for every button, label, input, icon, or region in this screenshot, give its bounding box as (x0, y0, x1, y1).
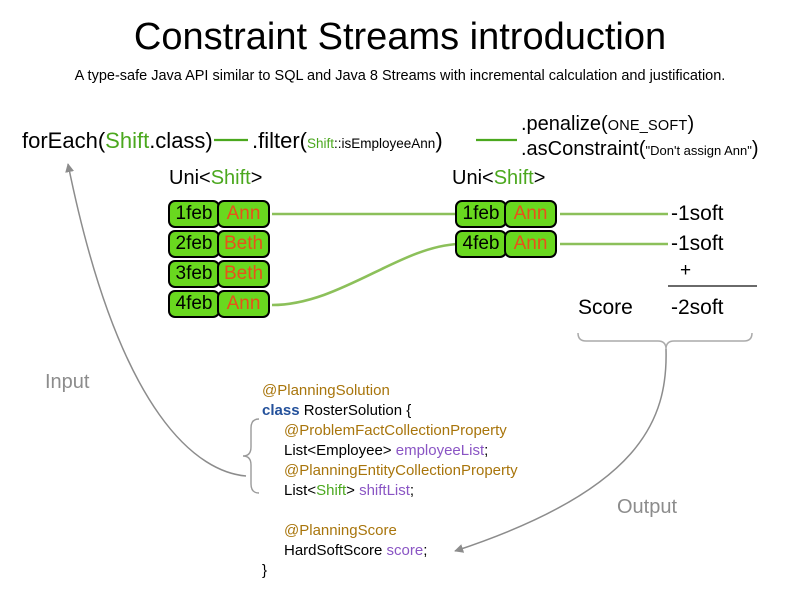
foreach-type: Shift (105, 128, 150, 153)
penalty-value-1: -1soft (671, 202, 724, 225)
score-total: -2soft (671, 296, 724, 319)
code-annotation-planning-entity: @PlanningEntityCollectionProperty (284, 462, 518, 479)
foreach-prefix: forEach( (22, 128, 106, 153)
as-constraint-suffix: ) (751, 138, 759, 160)
code-field-type-shift-list-pre: List< (284, 482, 317, 499)
filter-ref-rest: ::isEmployeeAnn (334, 136, 436, 151)
pipeline-as-constraint[interactable]: .asConstraint("Don't assign Ann") (521, 138, 759, 161)
score-sum-operator: + (680, 260, 692, 281)
code-field-type-shift: Shift (316, 482, 347, 499)
uni-right-prefix: Uni< (452, 167, 494, 189)
code-class-decl: RosterSolution { (299, 402, 412, 419)
uni-right-suffix: > (533, 167, 546, 189)
code-field-type-employee-list: List<Employee> (284, 442, 396, 459)
fact-employee: Ann (217, 200, 270, 228)
connector-4feb (271, 242, 460, 307)
filter-ref-type: Shift (307, 136, 335, 151)
page-title: Constraint Streams introduction (133, 16, 667, 58)
uni-left-suffix: > (250, 167, 263, 189)
fact-date: 4feb (168, 290, 220, 318)
penalty-value-2: -1soft (671, 232, 724, 255)
fact-employee: Beth (217, 260, 270, 288)
as-constraint-prefix: .asConstraint( (521, 138, 646, 160)
uni-left-prefix: Uni< (169, 167, 211, 189)
code-field-name-shift-list: shiftList (359, 482, 410, 499)
code-fields-brace (242, 418, 260, 494)
page-subtitle: A type-safe Java API similar to SQL and … (74, 68, 726, 84)
fact-employee: Beth (217, 230, 270, 258)
code-keyword-class: class (262, 402, 300, 419)
fact-date: 1feb (168, 200, 220, 228)
penalize-prefix: .penalize( (521, 113, 608, 135)
fact-employee: Ann (504, 200, 557, 228)
filter-suffix: ) (435, 128, 443, 153)
stream-label-left: Uni<Shift> (169, 167, 262, 190)
pipeline-penalize[interactable]: .penalize(ONE_SOFT) (521, 113, 694, 136)
fact-row-left-1[interactable]: 2feb Beth (168, 230, 270, 258)
fact-date: 1feb (455, 200, 507, 228)
code-field-type-score: HardSoftScore (284, 542, 387, 559)
code-annotation-planning-solution: @PlanningSolution (262, 382, 390, 399)
code-semicolon: ; (423, 542, 428, 559)
code-field-type-shift-list-post: > (346, 482, 360, 499)
code-annotation-planning-score: @PlanningScore (284, 522, 397, 539)
fact-row-right-1[interactable]: 4feb Ann (455, 230, 557, 258)
input-label: Input (45, 371, 90, 393)
input-arrow (65, 163, 247, 477)
as-constraint-arg: "Don't assign Ann" (645, 143, 752, 158)
code-semicolon: ; (484, 442, 489, 459)
fact-row-left-3[interactable]: 4feb Ann (168, 290, 270, 318)
code-block: @PlanningSolution class RosterSolution {… (262, 381, 518, 581)
penalize-arg: ONE_SOFT (607, 118, 688, 134)
fact-employee: Ann (504, 230, 557, 258)
code-annotation-problem-fact: @ProblemFactCollectionProperty (284, 422, 507, 439)
penalize-suffix: ) (687, 113, 695, 135)
fact-row-right-0[interactable]: 1feb Ann (455, 200, 557, 228)
score-label: Score (578, 296, 633, 319)
output-label: Output (617, 496, 678, 518)
pipeline-filter[interactable]: .filter(Shift::isEmployeeAnn) (252, 128, 443, 154)
pipeline-foreach[interactable]: forEach(Shift.class) (22, 128, 213, 154)
code-close-brace: } (262, 562, 268, 579)
fact-row-left-0[interactable]: 1feb Ann (168, 200, 270, 228)
foreach-suffix: .class) (149, 128, 213, 153)
filter-prefix: .filter( (252, 128, 307, 153)
code-field-name-employee-list: employeeList (395, 442, 485, 459)
code-semicolon: ; (409, 482, 415, 499)
output-arrow (454, 348, 667, 553)
uni-left-type: Shift (210, 167, 251, 189)
fact-employee: Ann (217, 290, 270, 318)
fact-row-left-2[interactable]: 3feb Beth (168, 260, 270, 288)
uni-right-type: Shift (493, 167, 534, 189)
code-field-name-score: score (386, 542, 424, 559)
stream-label-right: Uni<Shift> (452, 167, 545, 190)
